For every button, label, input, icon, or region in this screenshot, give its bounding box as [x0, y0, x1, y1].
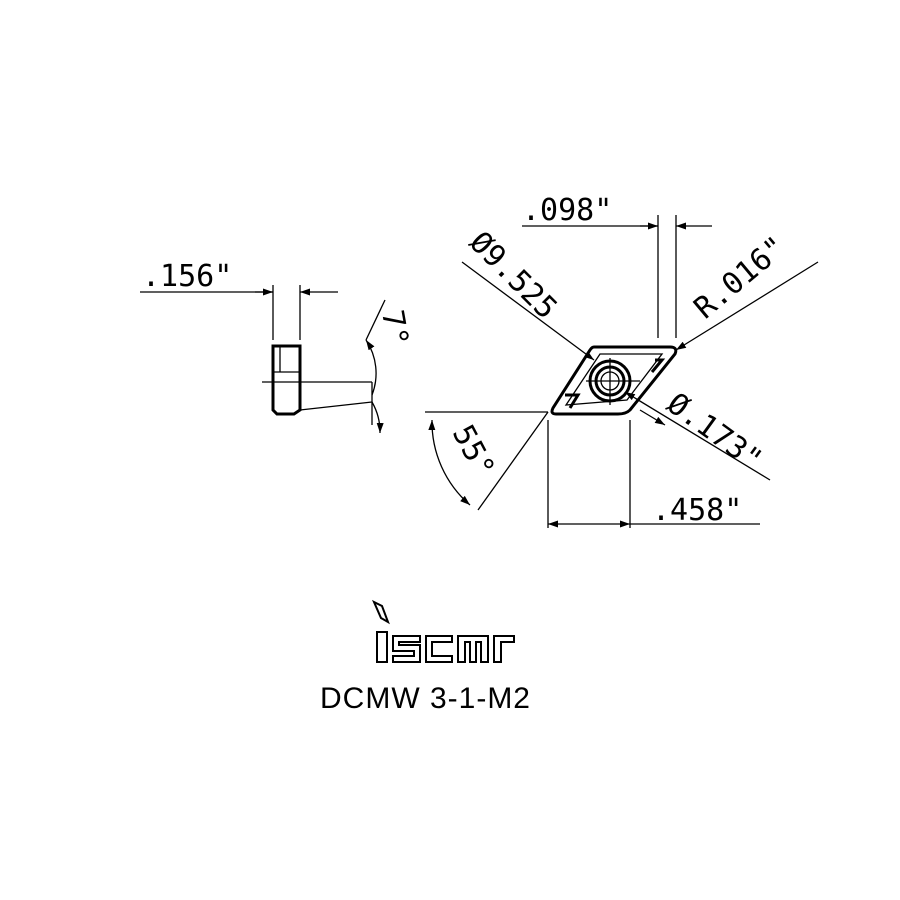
clearance-angle-label: 7° [374, 307, 415, 349]
side-view [140, 285, 386, 434]
thickness-label: .156" [142, 259, 232, 294]
iscar-logo [371, 599, 515, 663]
inscribed-circle-label: Ø9.525 [462, 225, 563, 326]
insert-outline [550, 345, 678, 416]
included-angle-label: 55° [445, 419, 501, 483]
edge-length-label: .458" [652, 493, 742, 528]
hole-diameter-label: Ø.173" [660, 386, 768, 478]
side-profile [271, 344, 302, 416]
top-view [425, 215, 819, 528]
product-code: DCMW 3-1-M2 [320, 682, 531, 715]
flat-width-label: .098" [522, 193, 612, 228]
corner-radius-label: R.016" [688, 230, 794, 326]
